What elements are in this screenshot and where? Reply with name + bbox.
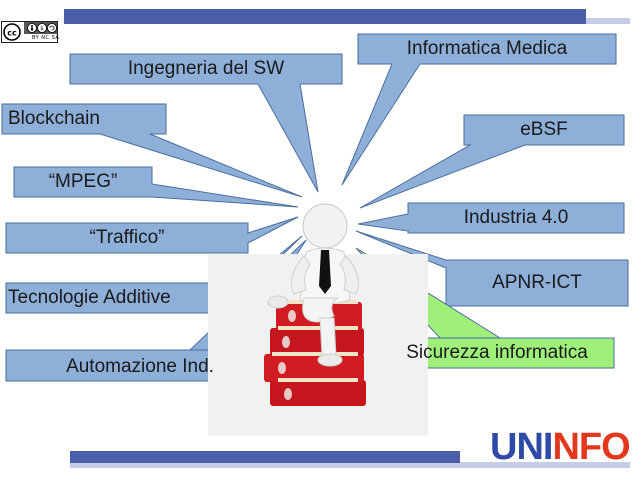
- callout-ingegneria-sw: Ingegneria del SW: [127, 58, 285, 79]
- callout-tecnologie: Tecnologie Additive: [8, 287, 171, 308]
- logo-part-nfo: NFO: [552, 426, 630, 468]
- callout-ebsf: eBSF: [520, 119, 568, 140]
- sa-icon: [47, 23, 57, 33]
- person-figure-icon: [267, 203, 359, 367]
- svg-text:$: $: [40, 26, 43, 32]
- callout-shape-traffico: [5, 216, 299, 254]
- person-sitting-on-books-illustration: [208, 190, 428, 436]
- cc-icon: [3, 23, 21, 41]
- logo-part-uni: UNI: [490, 426, 553, 468]
- callout-traffico: “Traffico”: [89, 227, 165, 248]
- license-badge-text: BY NC SA: [32, 35, 60, 41]
- callout-shape-ebsf: [359, 114, 625, 209]
- creative-commons-license-badge: cc $ BY NC SA: [1, 21, 60, 43]
- callout-industria: Industria 4.0: [463, 207, 569, 228]
- callout-informatica-medica: Informatica Medica: [406, 38, 568, 59]
- callout-shape-informatica-medica: [341, 33, 617, 186]
- callout-blockchain: Blockchain: [8, 108, 100, 129]
- bottom-accent-bar-light: [70, 462, 630, 468]
- svg-text:cc: cc: [7, 29, 17, 38]
- callout-shape-mpeg: [13, 166, 299, 208]
- nc-icon: [37, 23, 47, 33]
- bottom-accent-bar: [70, 451, 460, 463]
- callout-mpeg: “MPEG”: [48, 171, 118, 192]
- callout-sicurezza: Sicurezza informatica: [406, 342, 588, 363]
- uninfo-logo: UNINFO: [490, 426, 631, 468]
- callout-automazione: Automazione Ind.: [66, 356, 214, 377]
- callout-apnr: APNR-ICT: [492, 272, 582, 293]
- callout-shape-ingegneria-sw: [69, 53, 343, 193]
- callout-shape-industria: [357, 202, 625, 234]
- top-accent-bar: [64, 9, 586, 24]
- callout-shape-blockchain: [1, 103, 303, 198]
